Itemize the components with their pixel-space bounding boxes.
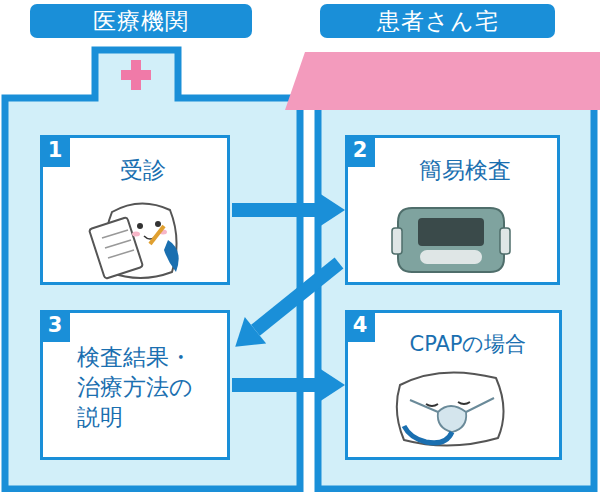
step-label: 受診 [73,156,213,186]
flow-arrow [232,203,319,217]
building-heading: 医療機関 [30,4,252,38]
house-outline [318,106,594,489]
home-building: 2簡易検査 4CPAPの場合 患者さん宅 [305,0,600,492]
step-number: 1 [40,135,70,167]
building-heading: 患者さん宅 [320,4,555,38]
pillow-character-doctor [89,203,179,278]
step-box: 2簡易検査 [345,135,560,285]
house-roof [285,52,600,110]
sleep-test-device [392,208,510,272]
step-label: 検査結果・治療方法の説明 [77,343,201,433]
red-cross [121,70,151,80]
step-number: 4 [345,310,375,342]
step-box: 3検査結果・治療方法の説明 [40,310,230,460]
step-number: 3 [40,310,70,342]
step-box: 4CPAPの場合 [345,310,562,460]
hospital-building: 1受診 3検査結果・治療方法の説明 医療機関 [0,0,305,492]
pillow-character-cpap [397,372,504,445]
step-box: 1受診 [40,135,230,285]
hospital-outline [5,50,300,489]
box-ground [345,310,560,460]
flow-arrow [232,378,319,392]
box-ground [40,135,230,285]
flow-arrow [255,263,339,330]
box-ground [40,310,230,460]
step-label: CPAPの場合 [380,331,556,358]
step-number: 2 [345,135,375,167]
box-ground [345,135,560,285]
step-label: 簡易検査 [380,156,550,186]
